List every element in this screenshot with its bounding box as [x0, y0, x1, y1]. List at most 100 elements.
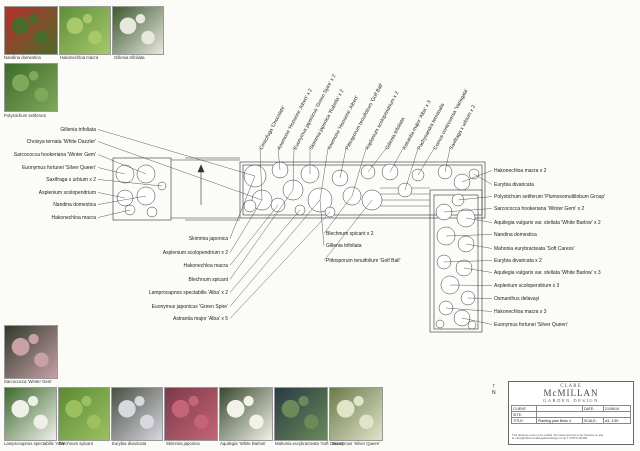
leader-line [97, 129, 256, 177]
plant-label: Osmanthus delavayi [494, 296, 539, 302]
title-block-table: CLIENT: DATE: 21/08/19 SITE: TITLE: Plan… [511, 405, 631, 424]
leader-line [229, 199, 263, 253]
leader-line [445, 307, 493, 312]
leader-line [323, 195, 353, 234]
photo-polystichum [4, 63, 58, 112]
leader-line [404, 148, 419, 191]
leader-line [445, 234, 493, 237]
plant-label: Pachysandra terminalis [416, 102, 446, 151]
plant-label: Asplenium scolopendrium x 2 [163, 250, 229, 256]
leader-line [461, 170, 493, 183]
plant-label: Sarcococca hookeriana 'Winter Gem' [14, 152, 96, 158]
plant-label: Pittosporum tenuifolium 'Golf Ball' [344, 82, 384, 151]
leader-line [97, 141, 263, 201]
photo-caption: Blechnum spicant [59, 441, 93, 446]
leader-line [449, 284, 493, 286]
leader-line [461, 317, 493, 325]
leader-line [229, 175, 256, 239]
plant-label: Lamprocapnos spectabilis 'Alba' x 2 [149, 290, 228, 296]
plant-label: Aquilegia vulgaris var. stellata 'White … [494, 270, 601, 276]
photo-caption: Nandina domestica [4, 55, 41, 60]
plant-label: Asplenium scolopendrium x 3 [494, 283, 560, 289]
leader-line [467, 297, 493, 299]
photo-caption: Skimmia japonica [166, 441, 200, 446]
photo-caption: Polystichum setiferum [4, 113, 47, 118]
leader-line [323, 199, 373, 261]
plant-label: Skimmia japonica [189, 236, 228, 242]
photo-caption: Gillenia trifoliata [114, 55, 145, 60]
leader-line [444, 148, 451, 173]
photo-gillenia [112, 6, 164, 55]
leader-line [292, 148, 295, 191]
plant-label: Eurybia divaricata [494, 182, 534, 188]
leader-line [229, 199, 321, 307]
leader-line [97, 209, 131, 218]
leader-line [229, 204, 279, 266]
plant-label: Nandina domestica [53, 202, 96, 208]
leader-line [97, 192, 126, 199]
plant-label: Nandina domestica [494, 232, 537, 238]
photo-caption: Euonymus 'Silver Queen' [332, 441, 380, 446]
leader-line [97, 167, 126, 175]
plant-label: Polystichum setiferum 'Plumosomultilobum… [494, 194, 605, 200]
plant-circle [146, 206, 158, 218]
photo-aquilegia [219, 387, 273, 441]
photo-hakonechloa [59, 6, 111, 55]
leader-line [351, 148, 367, 197]
photo-blechnum [58, 387, 110, 441]
plant-label: Hakonechloa macra [184, 263, 229, 269]
leader-line [277, 148, 281, 171]
plant-label: Blechnum spicant [189, 277, 229, 283]
leader-line [229, 209, 301, 293]
bed-main [239, 161, 486, 219]
plant-label: Euonymus fortunei 'Silver Queen' [22, 165, 96, 171]
photo-skimmia [164, 387, 218, 441]
leader-line [465, 243, 493, 249]
photo-eurybia [111, 387, 163, 441]
plant-label: Astrantia major 'Alba' x 5 [173, 316, 228, 322]
photo-caption: Eurybia divaricata [112, 441, 147, 446]
leader-line [457, 196, 493, 201]
photo-caption: Mahonia eurybracteata 'Soft Caress' [275, 441, 345, 446]
leader-line [389, 148, 404, 173]
leader-line [443, 208, 493, 213]
leader-line [97, 195, 147, 205]
designer-logo: CLARE McMILLAN GARDEN DESIGN [543, 384, 599, 403]
bed-left [112, 157, 172, 221]
plant-label: Saxifraga x urbium x 2 [46, 177, 96, 183]
plant-label: Pittosporum tenuifolium 'Golf Ball' [326, 258, 400, 264]
plant-label: Asplenium scolopendrium [39, 190, 96, 196]
photo-caption: Lamprocapnos spectabilis 'Alba' [4, 441, 66, 446]
leader-line [259, 148, 263, 201]
plant-label: Eurybia divaricata x 2 [494, 258, 542, 264]
leader-line [339, 148, 347, 179]
plant-circle [243, 199, 257, 213]
plant-label: Hakonechloa macra x 3 [494, 309, 547, 315]
leader-line [367, 148, 387, 173]
leader-line [319, 199, 325, 246]
plant-label: Blechnum spicant x 2 [326, 231, 374, 237]
leader-line [473, 173, 493, 185]
photo-caption: Hakonechloa macra [60, 55, 99, 60]
leader-line [463, 267, 493, 273]
plant-label: Aquilegia vulgaris var. stellata 'White … [494, 220, 601, 226]
photo-mahonia [274, 387, 328, 441]
plant-circle [435, 319, 445, 329]
photo-euonymus [329, 387, 383, 441]
plant-label: Euonymus fortunei 'Silver Queen' [494, 322, 568, 328]
leader-line [97, 154, 147, 175]
photo-sarcococca [4, 325, 58, 379]
leader-line [319, 148, 329, 201]
north-arrow-icon: ↑ N [492, 383, 496, 396]
title-block-note: This drawing must not be scaled. All mea… [512, 433, 604, 441]
photo-caption: Sarcococca 'Winter Gem' [4, 379, 53, 384]
leader-line [465, 217, 493, 223]
photo-nandina [4, 6, 58, 55]
leader-line [443, 260, 493, 263]
plant-label: Euonymus japonicus 'Green Spire' [152, 304, 228, 310]
photo-caption: Aquilegia 'White Barlow' [220, 441, 266, 446]
plant-label: Sarcococca hookeriana 'Winter Gem' x 2 [494, 206, 585, 212]
leader-line [97, 179, 163, 187]
plant-circle [467, 320, 477, 330]
